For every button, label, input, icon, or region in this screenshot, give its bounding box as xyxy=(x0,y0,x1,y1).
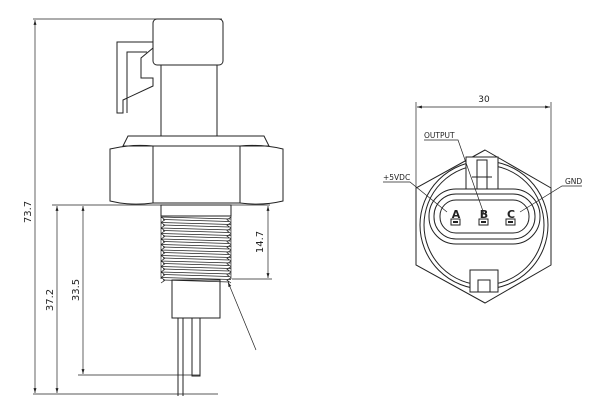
dim-thread-length: 14.7 xyxy=(255,231,266,253)
lower-body xyxy=(171,279,221,319)
thread-neck xyxy=(160,204,232,217)
pin-a: A xyxy=(450,208,461,226)
thread-lines xyxy=(160,216,232,284)
bottom-latch xyxy=(469,269,499,293)
pins xyxy=(177,317,201,396)
svg-text:C: C xyxy=(507,208,515,221)
front-view: 30 A B C xyxy=(383,95,582,304)
connector-shroud xyxy=(428,188,541,245)
body-stem xyxy=(160,64,218,137)
dim-pin-length: 33.5 xyxy=(71,279,82,301)
flange xyxy=(122,135,270,147)
connector-latch xyxy=(116,41,154,114)
side-view: 73.7 37.2 33.5 14.7 xyxy=(23,18,284,396)
connector-cap xyxy=(152,18,224,66)
svg-text:A: A xyxy=(452,208,461,221)
pin-b: B xyxy=(478,208,489,226)
callout-power: +5VDC xyxy=(383,173,410,182)
dimension-lines xyxy=(33,18,272,395)
callout-leaders xyxy=(383,139,582,215)
connector-key xyxy=(465,156,499,192)
svg-text:B: B xyxy=(480,208,488,221)
callout-output: OUTPUT xyxy=(424,131,455,140)
dim-width: 30 xyxy=(478,95,490,105)
dim-overall-length: 73.7 xyxy=(23,201,34,223)
hex-outline xyxy=(415,149,552,304)
pin-c: C xyxy=(505,208,516,226)
dim-probe-length: 37.2 xyxy=(45,289,56,311)
thread xyxy=(160,216,232,284)
hex-nut xyxy=(109,144,284,205)
callout-ground: GND xyxy=(565,177,582,186)
